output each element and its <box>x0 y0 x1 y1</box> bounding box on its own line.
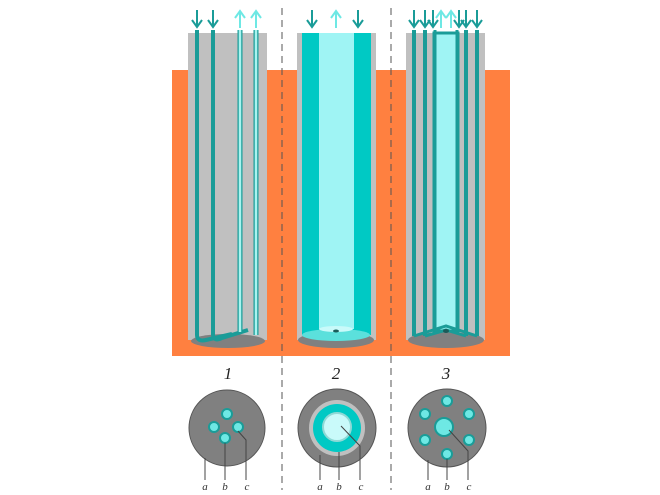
label-1-a: a <box>202 481 208 493</box>
cross-section-2: a b c <box>297 388 377 493</box>
borehole-1 <box>188 9 267 348</box>
borehole-2-arrow-in-2 <box>352 10 364 29</box>
borehole-1-arrow-out-2 <box>250 9 262 28</box>
borehole-1-arrow-in-1 <box>191 10 203 29</box>
leader-2-c <box>340 425 361 480</box>
borehole-3-arrow-in-4 <box>453 10 465 29</box>
borehole-2-outer-pipe-bottom <box>302 329 370 341</box>
cross-section-3-pipe-6 <box>419 408 431 420</box>
borehole-2 <box>297 9 376 348</box>
cross-section-3-pipe-4 <box>441 448 453 460</box>
cross-section-1-pipe-bottom <box>219 432 231 444</box>
borehole-3-arrow-in-5 <box>460 10 472 29</box>
borehole-3-arrow-out-2 <box>445 9 457 28</box>
diagram-number-3: 3 <box>441 364 451 383</box>
cross-section-3: a b c <box>407 388 487 493</box>
borehole-1-upipe-down <box>195 30 233 343</box>
label-2-a: a <box>317 481 323 493</box>
borehole-3-arrow-in-6 <box>471 10 483 29</box>
label-3-b: b <box>444 481 450 493</box>
borehole-3-arrow-in-1 <box>408 10 420 29</box>
cross-section-3-pipe-3 <box>463 434 475 446</box>
diagram-number-1: 1 <box>224 364 233 383</box>
leader-3-c <box>448 429 469 480</box>
cross-section-3-pipe-1 <box>441 395 453 407</box>
borehole-3-center-pipe <box>432 31 460 333</box>
borehole-2-inner-pipe-opening <box>333 329 339 333</box>
cross-section-1-body <box>188 389 266 467</box>
cross-section-1-pipe-top <box>221 408 233 420</box>
borehole-2-inner-pipe <box>319 33 354 329</box>
leader-1-c <box>237 430 247 480</box>
borehole-2-arrow-out <box>330 9 342 28</box>
borehole-1-arrow-out-1 <box>234 9 246 28</box>
label-3-c: c <box>467 481 472 493</box>
borehole-1-upipe-down-2 <box>211 30 249 342</box>
label-2-c: c <box>359 481 364 493</box>
cross-section-3-pipe-5 <box>419 434 431 446</box>
cross-section-3-pipe-2 <box>463 408 475 420</box>
borehole-2-inner-pipe-bottom <box>319 326 353 332</box>
label-1-b: b <box>222 481 228 493</box>
label-2-b: b <box>336 481 342 493</box>
borehole-3 <box>406 9 485 348</box>
borehole-3-arrow-in-3 <box>427 10 439 29</box>
label-3-a: a <box>425 481 431 493</box>
borehole-3-arrow-in-2 <box>419 10 431 29</box>
cross-section-1-pipe-left <box>208 421 220 433</box>
borehole-2-arrow-in-1 <box>306 10 318 29</box>
borehole-1-arrow-in-2 <box>207 10 219 29</box>
cross-section-1-pipe-right <box>232 421 244 433</box>
borehole-3-arrow-out-1 <box>435 9 447 28</box>
cross-section-3-center-pipe <box>434 417 454 437</box>
label-1-c: c <box>245 481 250 493</box>
cross-section-1: a b c <box>188 389 266 493</box>
diagram-number-2: 2 <box>332 364 341 383</box>
cross-section-2-inner-pipe <box>322 412 352 442</box>
borehole-3-center-opening <box>443 329 449 333</box>
